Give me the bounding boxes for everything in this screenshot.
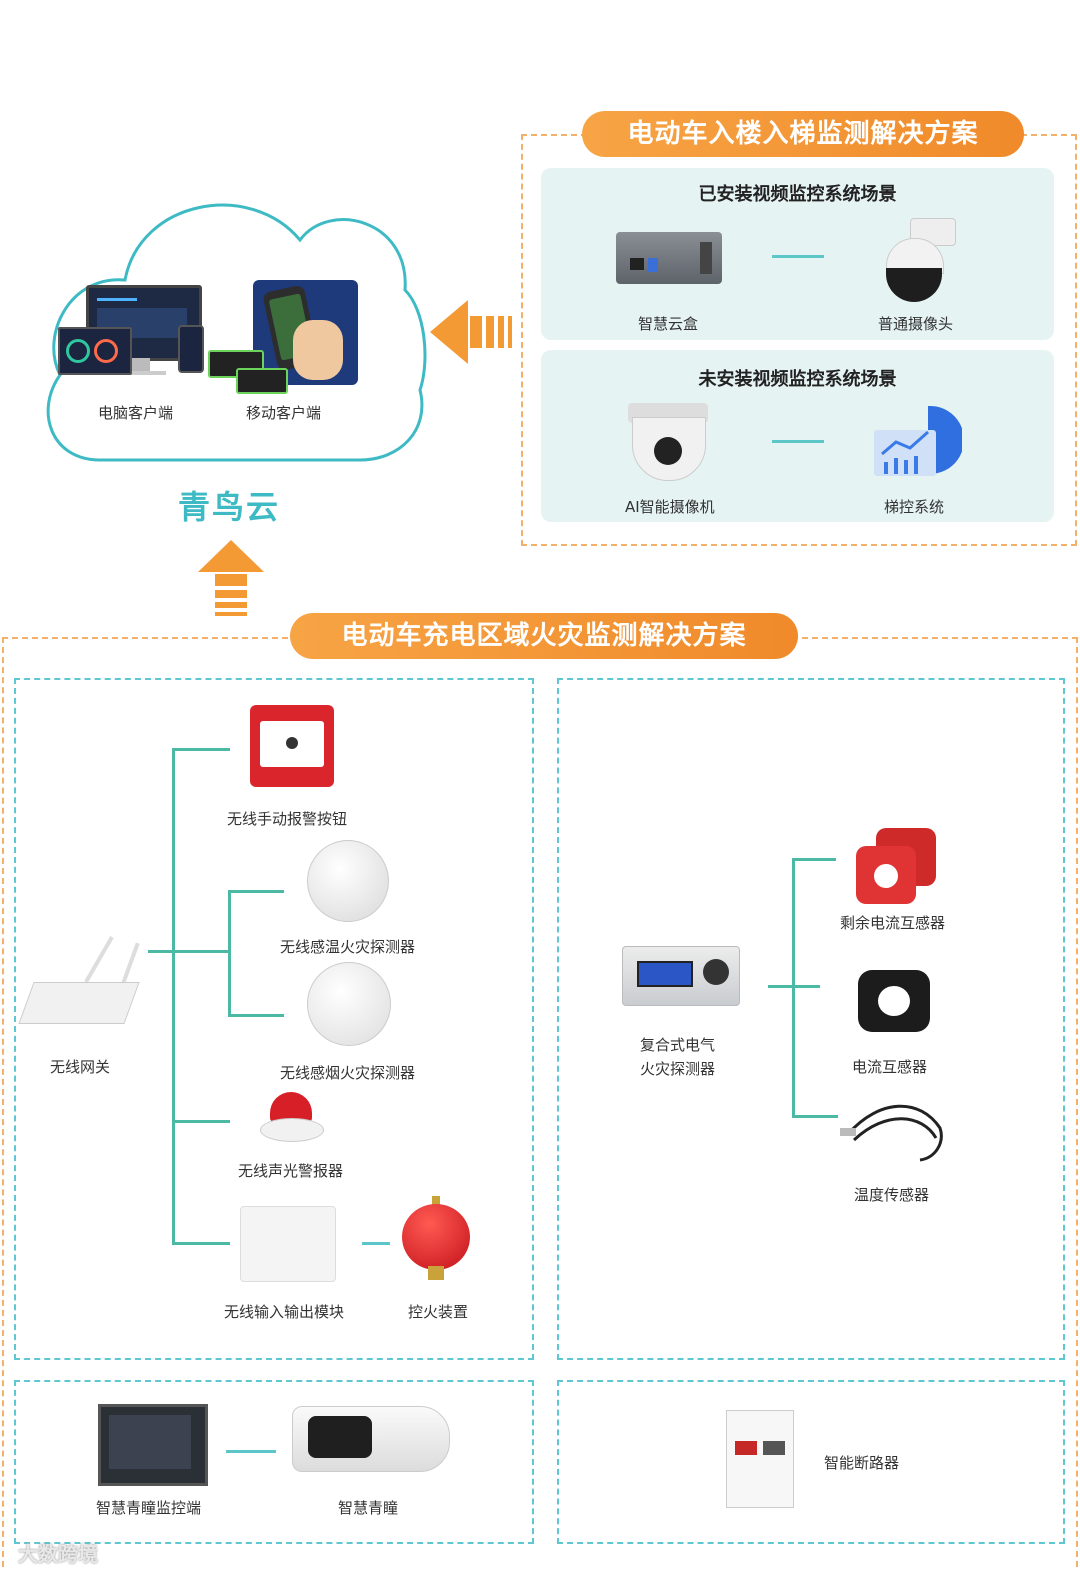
mobile-client-image bbox=[208, 280, 363, 394]
tree-line bbox=[228, 1014, 284, 1017]
tree-line bbox=[172, 1120, 230, 1123]
smart-cloud-box-image bbox=[616, 232, 722, 284]
notification-card bbox=[236, 368, 288, 394]
io-module-image bbox=[240, 1206, 336, 1282]
arrow-up-icon bbox=[198, 540, 264, 616]
phone-screen bbox=[178, 325, 204, 373]
elevator-section-title: 电动车入楼入梯监测解决方案 bbox=[582, 111, 1024, 157]
arrow-left-icon bbox=[430, 300, 512, 364]
tree-line bbox=[768, 985, 794, 988]
smart-breaker-image bbox=[726, 1410, 794, 1508]
breaker-panel bbox=[557, 1380, 1065, 1544]
ai-camera-image bbox=[628, 403, 708, 481]
hand bbox=[293, 320, 343, 380]
scene1-title: 已安装视频监控系统场景 bbox=[698, 184, 897, 205]
qingtong-camera-image bbox=[292, 1406, 450, 1476]
connector-line bbox=[362, 1242, 390, 1245]
wireless-gateway-image bbox=[18, 930, 142, 1040]
sounder-label: 无线声光警报器 bbox=[238, 1162, 344, 1180]
ai-camera-label: AI智能摄像机 bbox=[625, 498, 715, 516]
electrical-detector-label-line1: 复合式电气 bbox=[640, 1036, 716, 1054]
heat-detector-image bbox=[307, 840, 389, 922]
temperature-sensor-label: 温度传感器 bbox=[854, 1186, 930, 1204]
electrical-fire-detector-image bbox=[622, 946, 740, 1006]
tree-line bbox=[172, 748, 230, 751]
watermark: 大数跨境 bbox=[18, 1542, 98, 1566]
tree-line bbox=[228, 890, 284, 893]
electrical-detector-label-line2: 火灾探测器 bbox=[640, 1060, 716, 1078]
extinguisher-image bbox=[400, 1196, 472, 1284]
connector-line bbox=[772, 255, 824, 258]
tree-line bbox=[792, 985, 820, 988]
chart-icon bbox=[874, 405, 962, 476]
elevator-control-label: 梯控系统 bbox=[884, 498, 945, 516]
normal-camera-label: 普通摄像头 bbox=[878, 315, 954, 333]
mobile-client-label: 移动客户端 bbox=[246, 404, 322, 422]
tree-line bbox=[172, 1242, 230, 1245]
smoke-detector-image bbox=[307, 962, 391, 1046]
ct-image bbox=[852, 970, 938, 1042]
tree-line bbox=[148, 950, 172, 953]
tree-line bbox=[228, 890, 231, 1016]
qingtong-camera-label: 智慧青瞳 bbox=[338, 1499, 399, 1517]
tree-line bbox=[792, 1115, 838, 1118]
charging-section-title: 电动车充电区域火灾监测解决方案 bbox=[290, 613, 798, 659]
temperature-sensor-image bbox=[840, 1104, 943, 1162]
electrical-panel bbox=[557, 678, 1065, 1360]
tree-line bbox=[172, 950, 228, 953]
pc-client-label: 电脑客户端 bbox=[98, 404, 174, 422]
tree-line bbox=[792, 858, 795, 1118]
manual-alarm-button-image bbox=[250, 705, 334, 787]
qingtong-monitor-image bbox=[98, 1404, 208, 1486]
heat-detector-label: 无线感温火灾探测器 bbox=[280, 938, 416, 956]
wireless-gateway-label: 无线网关 bbox=[50, 1058, 111, 1076]
manual-alarm-button-label: 无线手动报警按钮 bbox=[227, 810, 348, 828]
cloud-title: 青鸟云 bbox=[178, 488, 281, 526]
tree-line bbox=[792, 858, 836, 861]
residual-ct-image bbox=[856, 828, 940, 904]
scene-without-video bbox=[541, 350, 1054, 522]
tablet-screen bbox=[58, 327, 132, 375]
wireless-panel bbox=[14, 678, 534, 1360]
smart-cloud-box-label: 智慧云盒 bbox=[638, 315, 699, 333]
connector-line bbox=[226, 1450, 276, 1453]
qingtong-monitor-label: 智慧青瞳监控端 bbox=[96, 1499, 202, 1517]
connector-line bbox=[772, 440, 824, 443]
extinguisher-label: 控火装置 bbox=[408, 1303, 469, 1321]
smart-breaker-label: 智能断路器 bbox=[824, 1454, 900, 1472]
ct-label: 电流互感器 bbox=[852, 1058, 928, 1076]
ptz-camera-image bbox=[880, 218, 960, 303]
io-module-label: 无线输入输出模块 bbox=[224, 1303, 345, 1321]
sounder-image bbox=[258, 1092, 324, 1144]
smoke-detector-label: 无线感烟火灾探测器 bbox=[280, 1064, 416, 1082]
pc-client-image bbox=[58, 285, 218, 385]
tree-line bbox=[172, 748, 175, 1244]
scene2-title: 未安装视频监控系统场景 bbox=[698, 369, 897, 390]
qingtong-panel bbox=[14, 1380, 534, 1544]
residual-ct-label: 剩余电流互感器 bbox=[840, 914, 946, 932]
